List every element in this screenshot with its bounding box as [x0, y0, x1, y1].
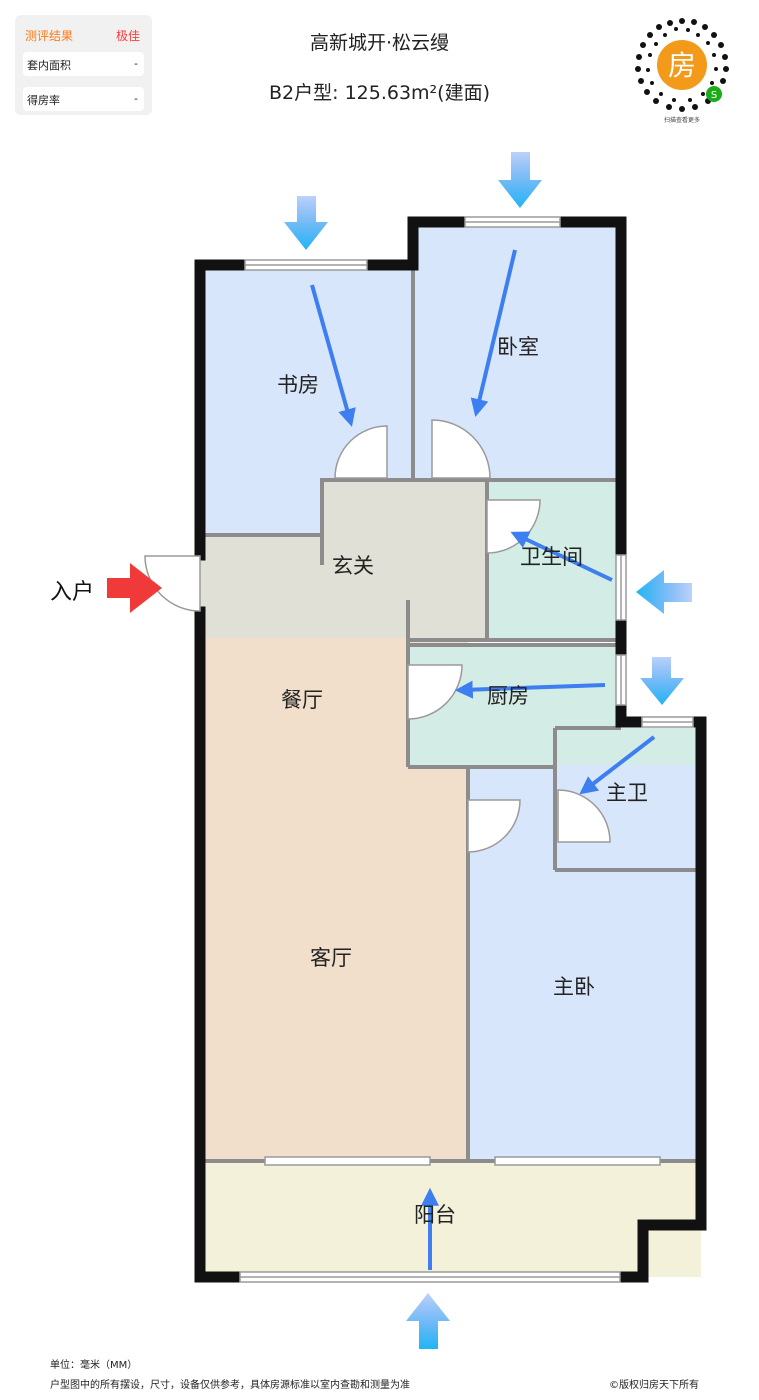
room-label-kitchen: 厨房 [487, 684, 529, 708]
entry-arrow-icon [107, 563, 162, 613]
svg-text:S: S [711, 90, 717, 101]
arrow-down-icon [640, 657, 684, 705]
footer-unit: 单位：毫米（MM） [50, 1360, 138, 1371]
windows [239, 216, 694, 1283]
qr-badge-text: 房 [668, 49, 696, 82]
qr-caption: 扫描查看更多 [663, 117, 700, 124]
qr-pattern-icon: 房 S [635, 18, 729, 112]
room-label-dining: 餐厅 [281, 688, 323, 712]
ventilation-arrows [284, 152, 692, 1349]
evaluation-row-area: 套内面积 - [23, 52, 144, 76]
room-label-bedroom: 卧室 [497, 335, 539, 359]
room-foyer [322, 480, 487, 638]
entry-label: 入户 [50, 580, 95, 605]
door-swings [144, 419, 611, 853]
evaluation-row-value: - [134, 57, 138, 70]
room-label-master-bath: 主卫 [606, 781, 648, 805]
airflow-arrows [310, 249, 656, 1270]
footer-disclaimer: 户型图中的所有摆设，尺寸，设备仅供参考，具体房源标准以室内查勘和测量为准 [50, 1380, 410, 1391]
evaluation-row-value: - [134, 92, 138, 105]
qr-code[interactable]: 房 S 扫描查看更多 [632, 15, 732, 124]
room-label-master-bedroom: 主卧 [553, 975, 595, 999]
room-label-living: 客厅 [310, 946, 352, 970]
room-foyer-west [200, 535, 322, 638]
page-title: 高新城开·松云缦 [309, 32, 450, 54]
evaluation-row-label: 得房率 [27, 94, 60, 107]
unit-type-subtitle: B2户型: 125.63m²(建面) [269, 82, 490, 104]
room-label-bathroom: 卫生间 [520, 545, 583, 569]
airflow-arrow-icon [470, 249, 517, 418]
arrow-down-icon [284, 196, 328, 250]
arrow-down-icon [498, 152, 542, 208]
airflow-arrow-icon [454, 680, 606, 699]
exterior-walls [194, 216, 707, 1283]
room-label-foyer: 玄关 [332, 554, 374, 578]
evaluation-row-ratio: 得房率 - [23, 87, 144, 111]
arrow-left-icon [636, 570, 692, 614]
room-label-balcony: 阳台 [414, 1203, 456, 1227]
arrow-up-icon [406, 1293, 450, 1349]
room-label-study: 书房 [277, 373, 319, 397]
airflow-arrow-icon [579, 735, 656, 795]
evaluation-grade: 极佳 [115, 29, 140, 43]
airflow-arrow-icon [310, 284, 356, 427]
evaluation-row-label: 套内面积 [27, 59, 71, 72]
airflow-arrow-icon [510, 531, 613, 582]
room-balcony [200, 1161, 701, 1277]
evaluation-card: 测评结果 极佳 套内面积 - 得房率 - [15, 15, 152, 115]
evaluation-heading: 测评结果 [25, 29, 74, 43]
footer-copyright: ©版权归房天下所有 [609, 1380, 699, 1391]
